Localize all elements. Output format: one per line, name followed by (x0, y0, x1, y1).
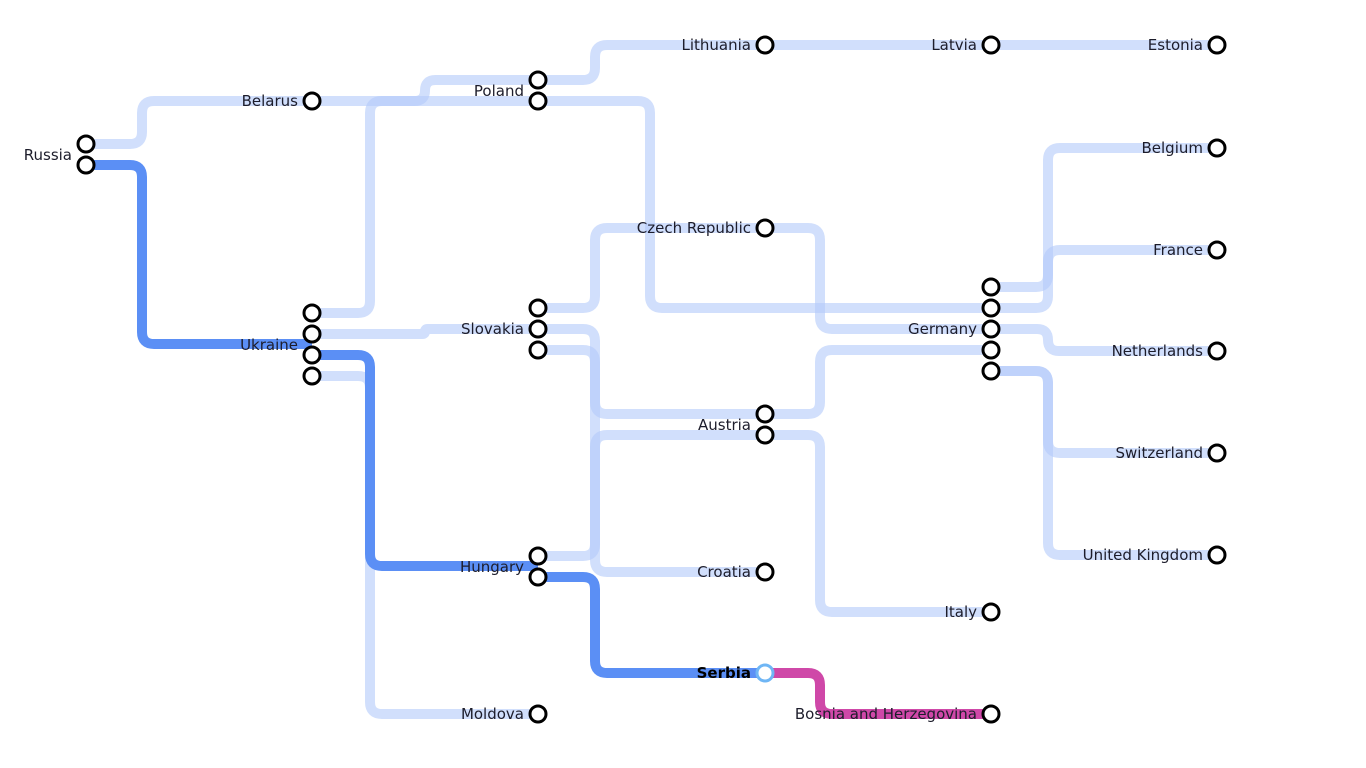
links-layer (86, 40, 1217, 719)
stations-layer (76, 35, 1227, 724)
station-hungary[interactable] (528, 567, 548, 587)
station-russia[interactable] (76, 155, 96, 175)
station-austria[interactable] (755, 425, 775, 445)
label-france[interactable]: France (1153, 241, 1203, 259)
station-belarus[interactable] (302, 91, 322, 111)
link-ukraine-moldova[interactable] (312, 371, 538, 719)
link-germany-netherlands[interactable] (991, 324, 1217, 356)
link-slovakia-austria[interactable] (538, 345, 765, 419)
station-slovakia[interactable] (528, 298, 548, 318)
station-germany[interactable] (981, 319, 1001, 339)
station-france[interactable] (1207, 240, 1227, 260)
station-russia[interactable] (76, 134, 96, 154)
label-latvia[interactable]: Latvia (931, 36, 977, 54)
link-czech-germany[interactable] (765, 223, 991, 334)
station-netherlands[interactable] (1207, 341, 1227, 361)
label-austria[interactable]: Austria (698, 416, 751, 434)
station-moldova[interactable] (528, 704, 548, 724)
label-switzerland[interactable]: Switzerland (1116, 444, 1204, 462)
link-poland-germany[interactable] (538, 96, 991, 313)
station-latvia[interactable] (981, 35, 1001, 55)
label-serbia[interactable]: Serbia (697, 664, 751, 682)
label-germany[interactable]: Germany (908, 320, 977, 338)
station-slovakia[interactable] (528, 319, 548, 339)
label-belarus[interactable]: Belarus (242, 92, 299, 110)
link-serbia-bosnia[interactable] (765, 668, 991, 719)
link-hungary-serbia[interactable] (538, 572, 765, 678)
station-serbia[interactable] (755, 663, 775, 683)
station-ukraine[interactable] (302, 303, 322, 323)
label-slovakia[interactable]: Slovakia (461, 320, 524, 338)
link-slovakia-croatia[interactable] (538, 324, 765, 577)
label-ukraine[interactable]: Ukraine (240, 336, 298, 354)
station-bosnia[interactable] (981, 704, 1001, 724)
station-austria[interactable] (755, 404, 775, 424)
label-croatia[interactable]: Croatia (697, 563, 751, 581)
station-estonia[interactable] (1207, 35, 1227, 55)
link-ukraine-slovakia[interactable] (312, 324, 538, 339)
station-germany[interactable] (981, 277, 1001, 297)
link-hungary-austria[interactable] (538, 430, 765, 561)
link-germany-belgium[interactable] (991, 143, 1217, 292)
label-poland[interactable]: Poland (474, 82, 524, 100)
link-germany-france[interactable] (991, 245, 1217, 313)
link-russia-ukraine[interactable] (86, 160, 312, 349)
link-austria-italy[interactable] (765, 430, 991, 617)
station-hungary[interactable] (528, 546, 548, 566)
station-italy[interactable] (981, 602, 1001, 622)
link-russia-belarus[interactable] (86, 96, 312, 149)
station-germany[interactable] (981, 340, 1001, 360)
station-switzerland[interactable] (1207, 443, 1227, 463)
link-germany-switzerland[interactable] (991, 366, 1217, 458)
label-estonia[interactable]: Estonia (1148, 36, 1203, 54)
link-poland-lithuania[interactable] (538, 40, 765, 85)
station-slovakia[interactable] (528, 340, 548, 360)
link-austria-germany[interactable] (765, 345, 991, 419)
station-uk[interactable] (1207, 545, 1227, 565)
label-italy[interactable]: Italy (944, 603, 977, 621)
station-czech[interactable] (755, 218, 775, 238)
station-lithuania[interactable] (755, 35, 775, 55)
label-netherlands[interactable]: Netherlands (1112, 342, 1204, 360)
station-poland[interactable] (528, 91, 548, 111)
station-germany[interactable] (981, 361, 1001, 381)
station-ukraine[interactable] (302, 324, 322, 344)
label-russia[interactable]: Russia (24, 146, 72, 164)
link-germany-uk[interactable] (991, 366, 1217, 560)
label-uk[interactable]: United Kingdom (1083, 546, 1203, 564)
label-lithuania[interactable]: Lithuania (682, 36, 751, 54)
link-slovakia-czech[interactable] (538, 223, 765, 313)
station-belgium[interactable] (1207, 138, 1227, 158)
label-belgium[interactable]: Belgium (1142, 139, 1204, 157)
link-ukraine-poland[interactable] (312, 75, 538, 318)
station-poland[interactable] (528, 70, 548, 90)
station-croatia[interactable] (755, 562, 775, 582)
label-czech[interactable]: Czech Republic (637, 219, 751, 237)
station-ukraine[interactable] (302, 345, 322, 365)
label-bosnia[interactable]: Bosnia and Herzegovina (795, 705, 977, 723)
link-ukraine-hungary[interactable] (312, 350, 538, 571)
station-ukraine[interactable] (302, 366, 322, 386)
label-hungary[interactable]: Hungary (460, 558, 524, 576)
label-moldova[interactable]: Moldova (461, 705, 524, 723)
station-germany[interactable] (981, 298, 1001, 318)
